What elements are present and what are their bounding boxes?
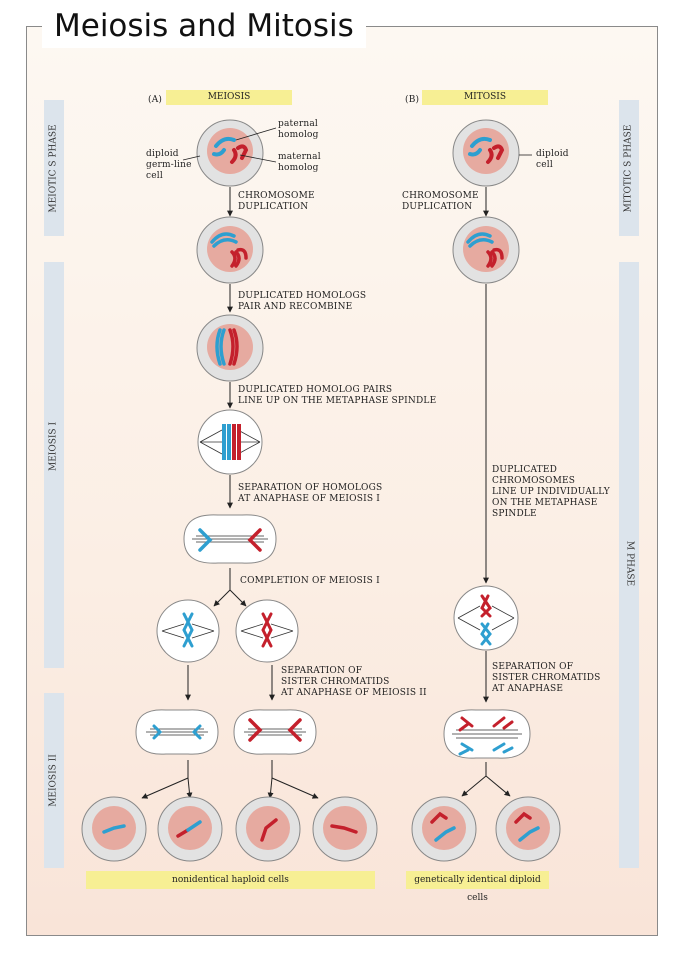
phase-bar-meiotic-s xyxy=(44,100,64,236)
label-completion: COMPLETION OF MEIOSIS I xyxy=(240,576,380,587)
arrow-a5-left xyxy=(213,589,231,607)
meiosis2-metaphase-left xyxy=(156,599,220,663)
arrow-a7-lr xyxy=(186,777,193,799)
mitosis-anaphase-cell xyxy=(443,709,531,759)
label-line: SISTER CHROMATIDS xyxy=(281,677,390,687)
mitosis-diploid-cell xyxy=(452,119,520,187)
label-sep-sister-2: SEPARATION OF SISTER CHROMATIDS AT ANAPH… xyxy=(281,666,427,699)
arrow-a7-ll xyxy=(141,777,189,799)
section-b-banner: MITOSIS xyxy=(422,90,548,105)
label-line: DUPLICATED HOMOLOGS xyxy=(238,291,367,301)
meiosis2-metaphase-right xyxy=(235,599,299,663)
haploid-cell-3 xyxy=(235,796,301,862)
label-sep-homologs: SEPARATION OF HOMOLOGS AT ANAPHASE OF ME… xyxy=(238,483,382,505)
label-line: DUPLICATION xyxy=(402,202,473,212)
haploid-cell-4 xyxy=(312,796,378,862)
label-line: cell xyxy=(536,160,553,170)
label-diploid-cell: diploid cell xyxy=(536,149,569,171)
label-line: paternal xyxy=(278,119,319,129)
haploid-cell-2 xyxy=(157,796,223,862)
label-lineup: DUPLICATED HOMOLOG PAIRS LINE UP ON THE … xyxy=(238,385,436,407)
label-line: LINE UP INDIVIDUALLY xyxy=(492,487,610,497)
label-line: AT ANAPHASE xyxy=(492,684,564,694)
label-dup-a: CHROMOSOME DUPLICATION xyxy=(238,191,315,213)
label-line: PAIR AND RECOMBINE xyxy=(238,302,353,312)
page-title: Meiosis and Mitosis xyxy=(42,4,366,48)
section-a-letter: (A) xyxy=(148,95,163,105)
label-line: AT ANAPHASE OF MEIOSIS I xyxy=(238,494,381,504)
label-line: SEPARATION OF xyxy=(281,666,363,676)
section-a-banner: MEIOSIS xyxy=(166,90,292,105)
label-line: COMPLETION OF MEIOSIS I xyxy=(240,576,380,586)
label-mito-sep: SEPARATION OF SISTER CHROMATIDS AT ANAPH… xyxy=(492,662,601,695)
label-line: LINE UP ON THE METAPHASE SPINDLE xyxy=(238,396,437,406)
meiosis-duplicated-cell xyxy=(196,216,264,284)
meiosis2-anaphase-left xyxy=(135,709,219,755)
mitosis-duplicated-cell xyxy=(452,216,520,284)
label-line: homolog xyxy=(278,163,319,173)
result-banner-haploid: nonidentical haploid cells xyxy=(86,871,375,889)
phase-bar-meiosis-1 xyxy=(44,262,64,668)
haploid-cell-1 xyxy=(81,796,147,862)
phase-bar-mitotic-s xyxy=(619,100,639,236)
label-line: CHROMOSOMES xyxy=(492,476,576,486)
label-line: diploid xyxy=(146,149,179,159)
meiosis-anaphase1-cell xyxy=(183,514,277,564)
meiosis-diploid-cell xyxy=(196,119,264,187)
label-diploid-germline: diploid germ-line cell xyxy=(146,149,192,182)
meiosis2-anaphase-right xyxy=(233,709,317,755)
label-line: germ-line xyxy=(146,160,192,170)
label-line: cell xyxy=(146,171,163,181)
label-line: maternal xyxy=(278,152,321,162)
phase-bar-meiosis-2 xyxy=(44,693,64,868)
diagram-panel xyxy=(26,26,658,936)
meiosis-metaphase-cell xyxy=(197,409,263,475)
arrow-a7-rl xyxy=(267,777,274,799)
label-line: SEPARATION OF HOMOLOGS xyxy=(238,483,383,493)
label-line: AT ANAPHASE OF MEIOSIS II xyxy=(281,688,427,698)
label-line: ON THE METAPHASE xyxy=(492,498,598,508)
arrow-b4-left xyxy=(461,775,487,797)
phase-bar-m xyxy=(619,262,639,868)
arrow-b4-right xyxy=(485,775,511,797)
label-line: DUPLICATED xyxy=(492,465,558,475)
label-pair-recombine: DUPLICATED HOMOLOGS PAIR AND RECOMBINE xyxy=(238,291,366,313)
diploid-daughter-1 xyxy=(411,796,477,862)
arrow-a7-rr xyxy=(271,777,319,799)
paternal-leader xyxy=(235,127,277,141)
label-mito-lineup: DUPLICATED CHROMOSOMES LINE UP INDIVIDUA… xyxy=(492,465,610,520)
germline-leader xyxy=(182,155,201,161)
label-line: homolog xyxy=(278,130,319,140)
label-dup-b: CHROMOSOME DUPLICATION xyxy=(402,191,479,213)
label-maternal-homolog: maternal homolog xyxy=(278,152,321,174)
label-line: CHROMOSOME xyxy=(402,191,479,201)
mitosis-metaphase-cell xyxy=(453,585,519,651)
meiosis-paired-cell xyxy=(196,314,264,382)
label-line: diploid xyxy=(536,149,569,159)
label-line: SEPARATION OF xyxy=(492,662,574,672)
label-line: DUPLICATED HOMOLOG PAIRS xyxy=(238,385,393,395)
label-line: SISTER CHROMATIDS xyxy=(492,673,601,683)
diploid-daughter-2 xyxy=(495,796,561,862)
result-banner-diploid: genetically identical diploid cells xyxy=(406,871,549,903)
label-line: SPINDLE xyxy=(492,509,537,519)
section-b-letter: (B) xyxy=(405,95,420,105)
maternal-leader xyxy=(239,154,277,163)
label-paternal-homolog: paternal homolog xyxy=(278,119,319,141)
label-line: CHROMOSOME xyxy=(238,191,315,201)
arrow-a5-right xyxy=(229,589,247,607)
label-line: DUPLICATION xyxy=(238,202,309,212)
